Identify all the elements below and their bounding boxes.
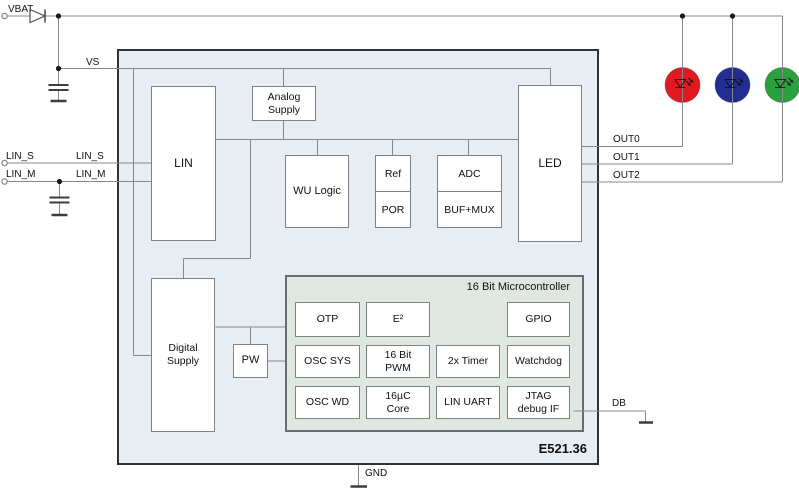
port-label-out0: OUT0 [613, 134, 640, 145]
mcu-cell-lin-uart: LIN UART [436, 386, 500, 419]
mcu-cell-otp: OTP [295, 302, 360, 337]
vbat-capacitor-icon [48, 84, 69, 91]
block-ref-por: Ref POR [375, 155, 411, 228]
pin-label-lin-m: LIN_M [76, 169, 106, 180]
block-digital-supply: Digital Supply [151, 278, 215, 432]
chip-name: E521.36 [538, 441, 587, 456]
blue-led-icon [714, 67, 751, 103]
mcu-cell-16uc-core: 16µC Core [366, 386, 430, 419]
block-analog-supply: Analog Supply [252, 86, 316, 121]
port-label-out1: OUT1 [613, 152, 640, 163]
block-led: LED [518, 85, 582, 242]
port-label-out2: OUT2 [613, 170, 640, 181]
vbat-terminal [1, 12, 8, 20]
block-adc: ADC [458, 167, 481, 180]
mcu-cell-jtag: JTAG debug IF [507, 386, 570, 419]
blue-led-symbol-icon [723, 77, 745, 89]
port-label-lin-m: LIN_M [6, 169, 36, 180]
port-label-lin-s: LIN_S [6, 151, 34, 162]
port-label-vbat: VBAT [8, 4, 34, 15]
block-adc-bufmux: ADC BUF+MUX [437, 155, 502, 228]
mcu-cell-gpio: GPIO [507, 302, 570, 337]
block-por: POR [376, 191, 410, 227]
block-lin: LIN [151, 86, 216, 241]
block-ref: Ref [384, 167, 402, 180]
lin-m-capacitor-icon [49, 196, 70, 204]
port-label-gnd: GND [365, 468, 388, 479]
port-label-vs: VS [86, 57, 100, 68]
green-led-icon [764, 67, 799, 103]
block-pw: PW [233, 344, 268, 378]
pin-label-lin-s: LIN_S [76, 151, 104, 162]
mcu-cell-osc-sys: OSC SYS [295, 345, 360, 378]
mcu-cell-eeprom: E² [366, 302, 430, 337]
mcu-cell-2x-timer: 2x Timer [436, 345, 500, 378]
red-led-symbol-icon [673, 77, 695, 89]
mcu-cell-watchdog: Watchdog [507, 345, 570, 378]
mcu-cell-16bit-pwm: 16 Bit PWM [366, 345, 430, 378]
microcontroller-title: 16 Bit Microcontroller [466, 281, 570, 293]
mcu-cell-osc-wd: OSC WD [295, 386, 360, 419]
green-led-symbol-icon [773, 77, 795, 89]
red-led-icon [664, 67, 701, 103]
port-label-db: DB [612, 398, 626, 409]
block-buf-mux: BUF+MUX [438, 191, 501, 227]
block-wu-logic: WU Logic [285, 155, 349, 228]
